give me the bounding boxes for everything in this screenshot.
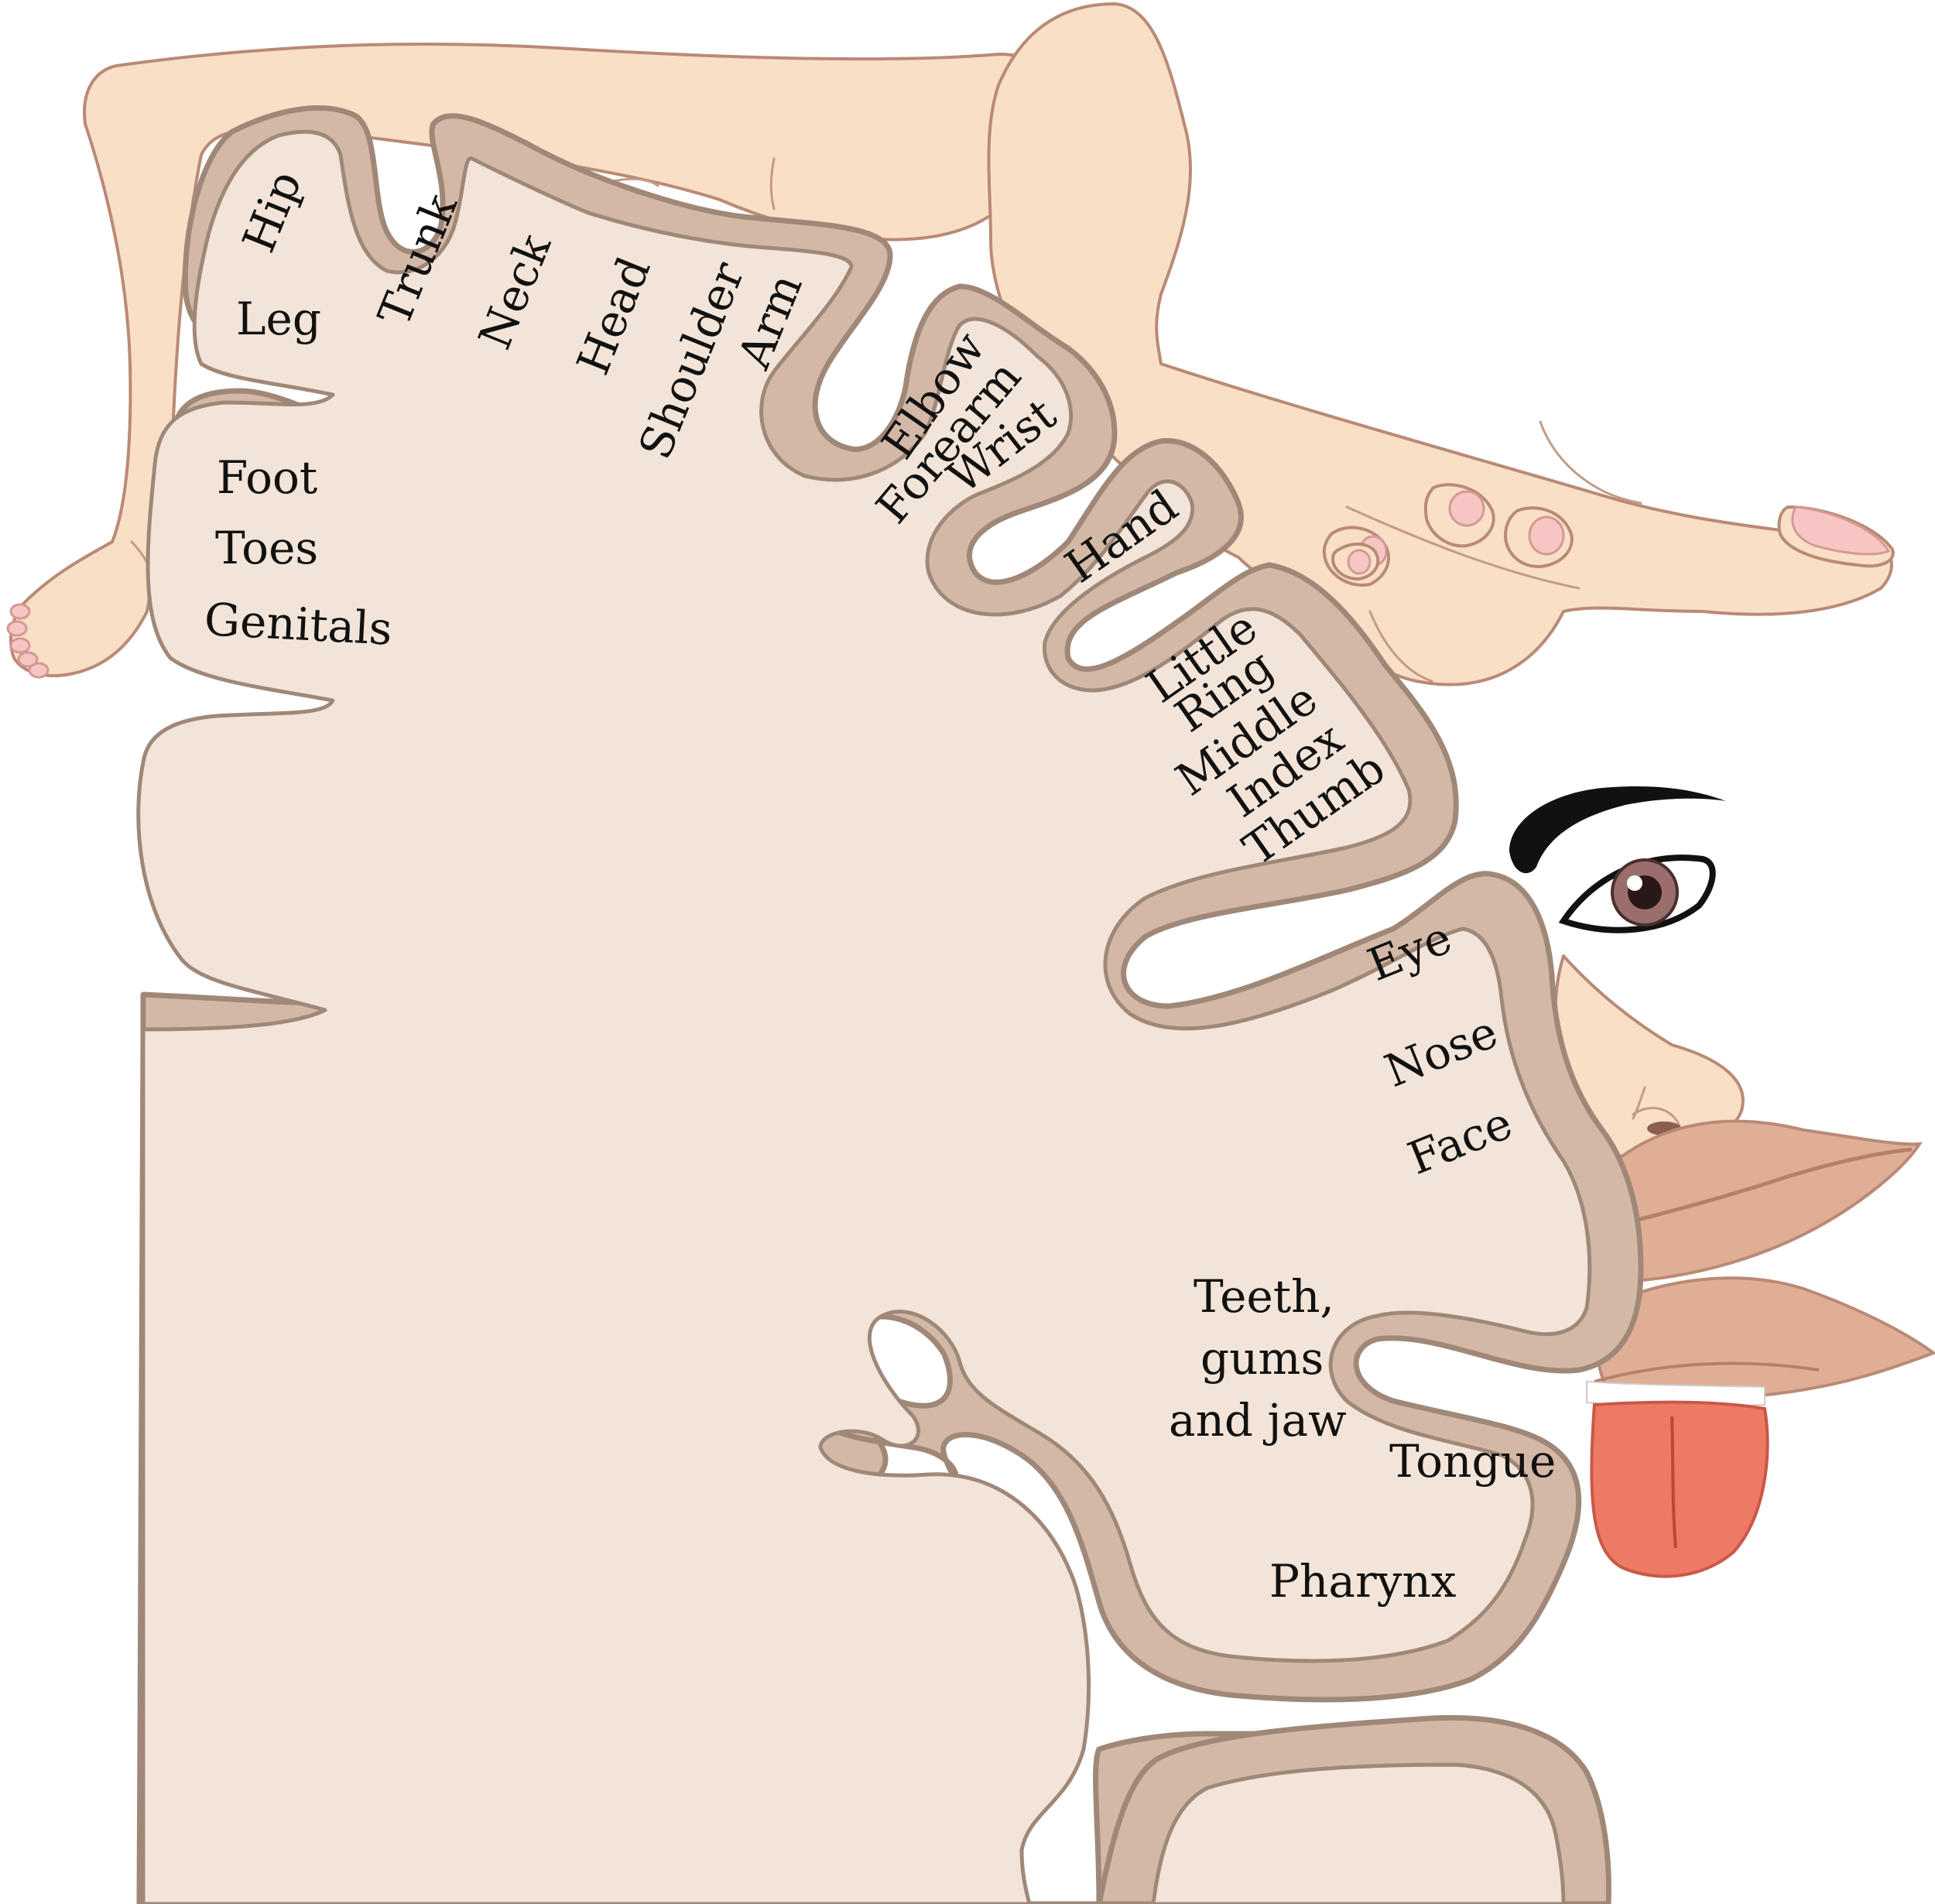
label-tongue: Tongue xyxy=(1389,1435,1556,1488)
leg-foot-illustration xyxy=(6,42,1054,679)
label-teeth-line-3: and jaw xyxy=(1169,1394,1347,1447)
label-pharynx: Pharynx xyxy=(1269,1555,1457,1608)
label-genitals: Genitals xyxy=(203,593,393,656)
label-leg: Leg xyxy=(236,293,321,345)
tongue-illustration xyxy=(1590,1400,1769,1578)
label-foot: Foot xyxy=(217,451,317,504)
lips-illustration xyxy=(1586,1119,1935,1407)
lower-gyrus-inner xyxy=(1151,1762,1566,1904)
label-teeth-line-2: gums xyxy=(1200,1332,1324,1385)
label-toes: Toes xyxy=(215,522,318,574)
eye-illustration xyxy=(1509,786,1726,933)
white-matter xyxy=(136,129,1592,1904)
label-teeth-line-1: Teeth, xyxy=(1194,1270,1334,1323)
